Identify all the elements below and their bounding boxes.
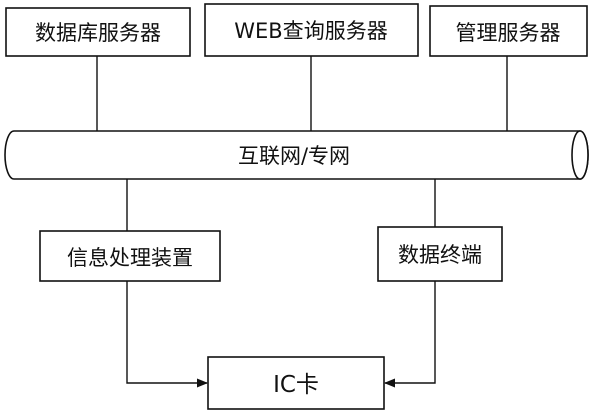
network-pipe: 互联网/专网: [4, 130, 589, 180]
ic-card-box: [207, 356, 385, 410]
web-query-server-box: [204, 3, 419, 57]
data-terminal-node: 数据终端: [377, 226, 503, 282]
database-server-box: [5, 7, 191, 57]
web-query-server-label: WEB查询服务器: [234, 19, 387, 43]
management-server-node: 管理服务器: [429, 5, 588, 57]
ic-card-node: IC卡: [207, 356, 385, 410]
info-processing-to-ic-card-arrow: [126, 281, 209, 388]
management-server-label: 管理服务器: [456, 21, 561, 45]
database-server-label: 数据库服务器: [35, 21, 161, 45]
management-server-box: [429, 5, 588, 57]
network-label: 互联网/专网: [238, 144, 350, 168]
info-processing-label: 信息处理装置: [67, 246, 193, 270]
data-terminal-label: 数据终端: [398, 243, 482, 267]
web-query-server-node: WEB查询服务器: [204, 3, 419, 57]
data-terminal-box: [377, 226, 503, 282]
data-terminal-to-ic-card-arrow: [383, 281, 436, 388]
database-server-node: 数据库服务器: [5, 7, 191, 57]
network-pipe-end: [571, 130, 589, 180]
info-processing-node: 信息处理装置: [39, 230, 221, 282]
info-processing-box: [39, 230, 221, 282]
ic-card-label: IC卡: [273, 372, 319, 398]
